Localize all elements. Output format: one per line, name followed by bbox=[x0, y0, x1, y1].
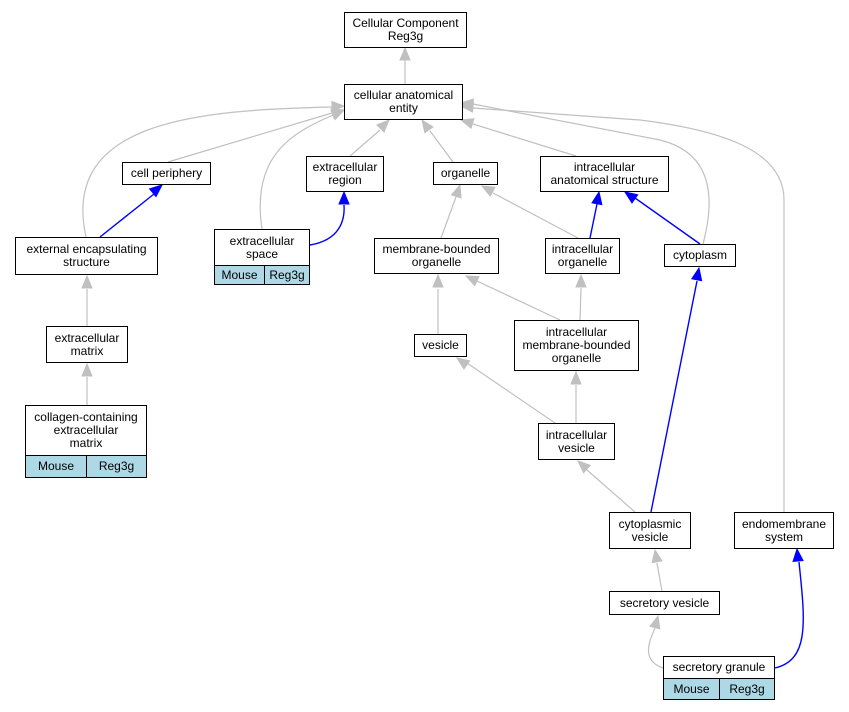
edge-io-to-organelle bbox=[480, 185, 579, 239]
node-extracellular-space[interactable]: extracellular space bbox=[214, 229, 310, 266]
edge-io-to-ias bbox=[589, 190, 603, 239]
edge-extracellular-region-to-cae bbox=[349, 119, 390, 157]
edge-cae-to-root bbox=[399, 46, 411, 84]
secretory-granule-annotations: Mouse Reg3g bbox=[663, 678, 775, 700]
node-cytoplasm[interactable]: cytoplasm bbox=[664, 244, 736, 267]
gene-badge[interactable]: Reg3g bbox=[265, 265, 310, 285]
edge-ees-to-cell-periphery bbox=[99, 184, 163, 238]
node-intracellular-organelle[interactable]: intracellular organelle bbox=[545, 238, 620, 274]
edge-cell-periphery-to-cae bbox=[167, 108, 346, 163]
edge-iv-to-imbo bbox=[570, 370, 582, 423]
edge-ecspace-to-cae bbox=[259, 109, 346, 230]
edge-sg-to-endomembrane bbox=[774, 547, 804, 669]
node-intracellular-anatomical-structure[interactable]: intracellular anatomical structure bbox=[540, 156, 669, 192]
edge-endomembrane-to-cae bbox=[459, 101, 785, 512]
node-cellular-anatomical-entity[interactable]: cellular anatomical entity bbox=[344, 84, 463, 120]
collagen-ecm-annotations: Mouse Reg3g bbox=[25, 455, 147, 478]
edge-vesicle-to-mbo bbox=[432, 273, 444, 334]
node-secretory-granule[interactable]: secretory granule bbox=[663, 656, 775, 679]
edge-ecspace-to-ecregion bbox=[309, 190, 350, 246]
node-cell-periphery[interactable]: cell periphery bbox=[122, 162, 211, 185]
edge-imbo-to-mbo bbox=[464, 275, 561, 321]
node-intracellular-membrane-bounded-organelle[interactable]: intracellular membrane-bounded organelle bbox=[514, 320, 639, 371]
node-collagen-containing-extracellular-matrix[interactable]: collagen-containing extracellular matrix bbox=[25, 405, 147, 456]
edge-cv-to-cytoplasm bbox=[650, 266, 703, 513]
species-badge[interactable]: Mouse bbox=[214, 265, 265, 285]
node-external-encapsulating-structure[interactable]: external encapsulating structure bbox=[15, 237, 158, 275]
node-cytoplasmic-vesicle[interactable]: cytoplasmic vesicle bbox=[609, 512, 691, 549]
species-badge[interactable]: Mouse bbox=[25, 455, 87, 478]
node-membrane-bounded-organelle[interactable]: membrane-bounded organelle bbox=[374, 238, 499, 274]
edge-cv-to-iv bbox=[577, 460, 636, 513]
node-secretory-vesicle[interactable]: secretory vesicle bbox=[609, 591, 720, 615]
gene-badge[interactable]: Reg3g bbox=[720, 678, 775, 700]
node-organelle[interactable]: organelle bbox=[433, 162, 498, 185]
node-endomembrane-system[interactable]: endomembrane system bbox=[734, 512, 834, 549]
edge-organelle-to-cae bbox=[421, 118, 454, 163]
edge-ecm-to-ees bbox=[81, 274, 93, 326]
node-vesicle[interactable]: vesicle bbox=[414, 334, 467, 357]
node-cellular-component-root[interactable]: Cellular Component Reg3g bbox=[344, 12, 467, 48]
node-extracellular-matrix[interactable]: extracellular matrix bbox=[46, 326, 128, 363]
species-badge[interactable]: Mouse bbox=[663, 678, 720, 700]
edge-iv-to-vesicle bbox=[455, 357, 556, 424]
edge-sv-to-cv bbox=[651, 548, 663, 592]
edge-ees-to-cae bbox=[82, 100, 346, 238]
extracellular-space-annotations: Mouse Reg3g bbox=[214, 265, 310, 285]
edge-ias-to-cae bbox=[459, 118, 577, 157]
edge-imbo-to-io bbox=[575, 273, 587, 321]
edge-collagen-to-ecm bbox=[81, 362, 93, 405]
gene-badge[interactable]: Reg3g bbox=[87, 455, 147, 478]
edge-sg-to-sv bbox=[647, 614, 664, 669]
node-intracellular-vesicle[interactable]: intracellular vesicle bbox=[538, 423, 615, 460]
edge-mbo-to-organelle bbox=[440, 183, 462, 239]
node-extracellular-region[interactable]: extracellular region bbox=[306, 156, 384, 192]
edge-cytoplasm-to-ias bbox=[623, 191, 701, 245]
